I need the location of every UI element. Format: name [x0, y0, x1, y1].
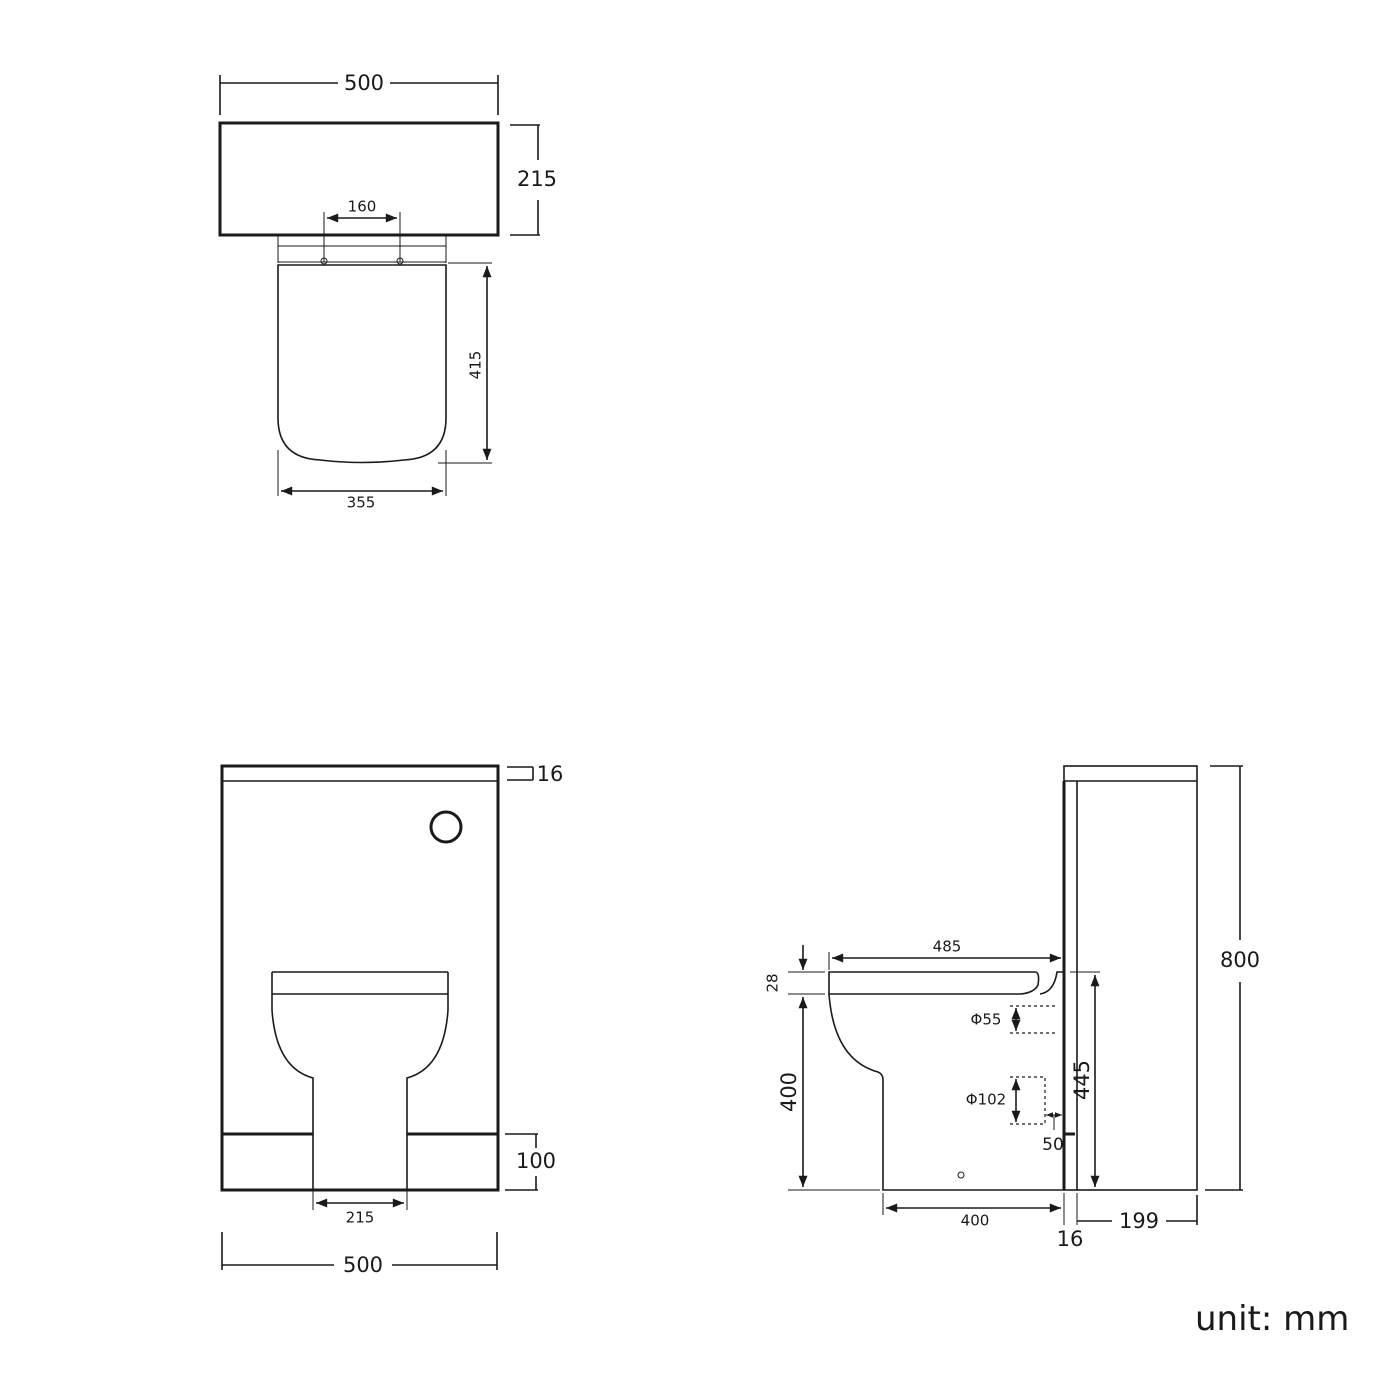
cabinet-side-details [1064, 780, 1197, 1190]
label-front-width: 500 [343, 1253, 383, 1277]
seat-hinge-block [277, 235, 447, 263]
dimension-plinth-height [505, 1133, 538, 1191]
label-pan-width: 215 [346, 1209, 375, 1227]
dimension-top-thickness [507, 766, 534, 781]
label-outlet-diameter: Φ102 [966, 1091, 1006, 1109]
panel-thickness-line [1062, 781, 1075, 1190]
label-height: 800 [1220, 948, 1260, 972]
dimension-height [1205, 765, 1243, 1191]
label-inlet-diameter: Φ55 [971, 1011, 1002, 1029]
dimension-cabinet-depth [1077, 1195, 1198, 1225]
label-hinge-spacing: 160 [348, 198, 377, 216]
label-seat-projection: 485 [933, 938, 962, 956]
cabinet-side-outline [1063, 765, 1198, 1191]
label-outlet-height: 445 [1070, 1060, 1094, 1100]
top-view: 500 215 160 415 355 [218, 71, 557, 512]
pan-width-extension [312, 1190, 408, 1210]
seat-outline [277, 264, 447, 464]
dimension-top-depth [510, 124, 540, 236]
front-view: 16 100 215 500 [220, 762, 564, 1277]
label-pan-height: 400 [777, 1072, 801, 1112]
label-seat-width: 355 [347, 494, 376, 512]
label-plinth-height: 100 [516, 1149, 556, 1173]
toilet-pan-front [271, 971, 449, 1190]
label-seat-thickness: 28 [764, 973, 782, 992]
cabinet-front-outline [220, 764, 500, 1192]
label-panel-thickness: 16 [1057, 1227, 1084, 1251]
cabinet-top-outline [218, 121, 500, 237]
seat-hinge-side [1039, 971, 1064, 995]
seat-width-extension [277, 450, 447, 496]
dimension-front-width [221, 1232, 498, 1270]
label-cabinet-depth: 199 [1119, 1209, 1159, 1233]
label-outlet-offset: 50 [1042, 1135, 1064, 1155]
side-view: 485 28 400 445 Φ55 Φ102 50 400 16 199 80 [764, 765, 1260, 1251]
toilet-pan-side [828, 993, 1064, 1191]
seat-thickness-extension [788, 971, 825, 995]
inlet-hidden-lines [1010, 1005, 1057, 1034]
dimension-top-width [219, 75, 499, 115]
fixing-hole [957, 1171, 965, 1179]
label-top-depth: 215 [517, 167, 557, 191]
label-pan-depth: 400 [961, 1212, 990, 1230]
toilet-seat-side [828, 971, 1040, 995]
label-seat-length: 415 [467, 351, 485, 380]
unit-label: unit: mm [1195, 1299, 1349, 1339]
seat-length-extension [438, 262, 492, 464]
label-top-width: 500 [344, 71, 384, 95]
hinge-extension-lines [323, 212, 401, 262]
flush-button-icon [429, 810, 463, 844]
pan-depth-extension [882, 1193, 1078, 1225]
label-top-thickness: 16 [537, 762, 564, 786]
